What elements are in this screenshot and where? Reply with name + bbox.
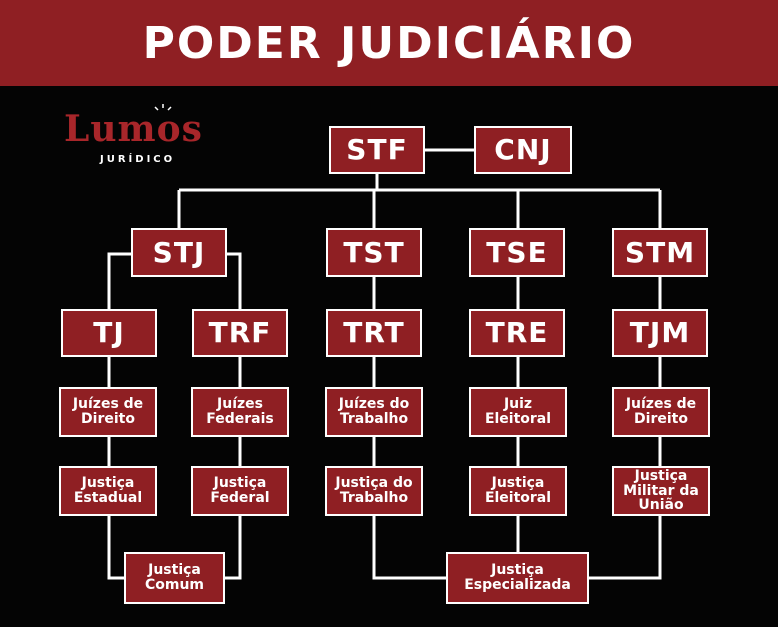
connector-estadual-comum (107, 516, 124, 580)
node-juizes-trabalho: Juízes do Trabalho (325, 387, 423, 437)
logo-wordmark: Lumos (64, 108, 203, 150)
node-juiz-eleitoral: Juiz Eleitoral (469, 387, 567, 437)
connector-militar-especializada (589, 516, 662, 580)
node-trf: TRF (192, 309, 288, 357)
node-justica-comum: Justiça Comum (124, 552, 225, 604)
node-juizes-direito-estadual: Juízes de Direito (59, 387, 157, 437)
title-banner: PODER JUDICIÁRIO (0, 0, 778, 86)
node-justica-federal: Justiça Federal (191, 466, 289, 516)
node-tre: TRE (469, 309, 565, 357)
node-juizes-direito-militar: Juízes de Direito (612, 387, 710, 437)
connector-stj-trf (227, 252, 242, 309)
node-tst: TST (326, 228, 422, 277)
node-juizes-federais: Juízes Federais (191, 387, 289, 437)
node-justica-trabalho: Justiça do Trabalho (325, 466, 423, 516)
lightbulb-scales-icon (154, 104, 172, 111)
connector-trabalho-especializada (372, 516, 446, 580)
connector-stj-tj (107, 252, 131, 309)
node-tjm: TJM (612, 309, 708, 357)
page-title: PODER JUDICIÁRIO (142, 17, 636, 69)
lumos-logo: Lumos JURÍDICO (64, 104, 214, 168)
node-stf: STF (329, 126, 425, 174)
node-justica-militar: Justiça Militar da União (612, 466, 710, 516)
node-stm: STM (612, 228, 708, 277)
node-justica-eleitoral: Justiça Eleitoral (469, 466, 567, 516)
node-cnj: CNJ (474, 126, 572, 174)
node-tse: TSE (469, 228, 565, 277)
logo-subtitle: JURÍDICO (100, 154, 176, 165)
node-justica-estadual: Justiça Estadual (59, 466, 157, 516)
connector-federal-comum (225, 516, 242, 580)
node-justica-especializada: Justiça Especializada (446, 552, 589, 604)
node-stj: STJ (131, 228, 227, 277)
node-trt: TRT (326, 309, 422, 357)
node-tj: TJ (61, 309, 157, 357)
